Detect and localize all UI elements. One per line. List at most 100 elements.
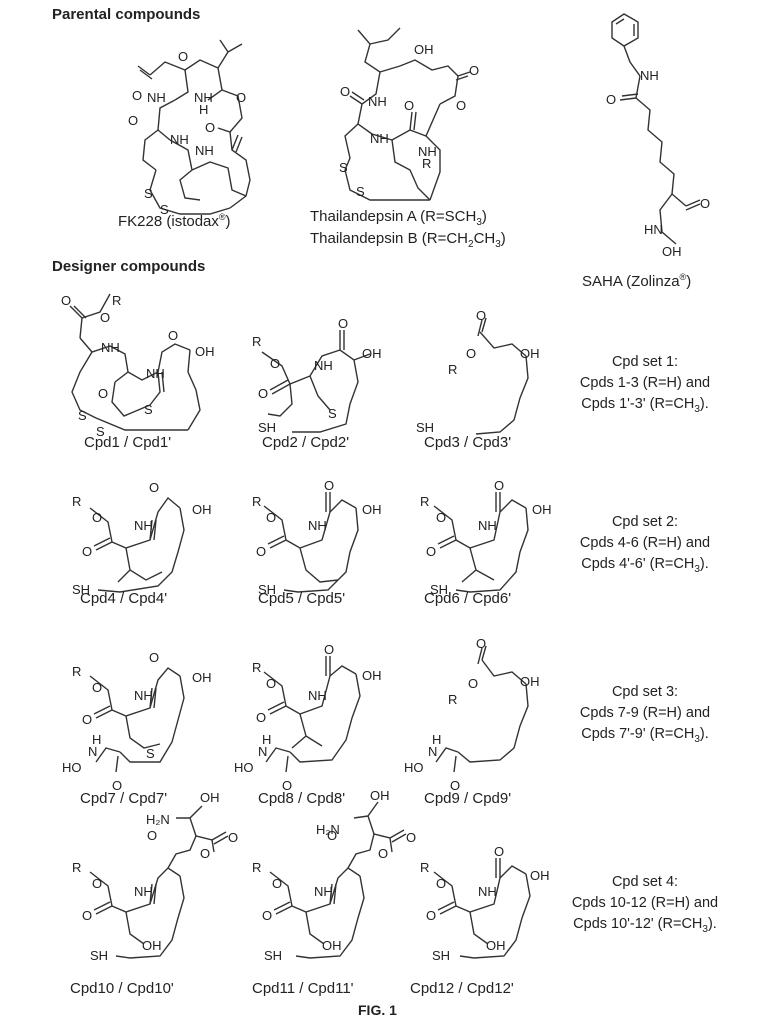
atom-label: H₂N: [316, 822, 340, 837]
atom-label: NH: [170, 132, 189, 147]
bond-lines: [325, 656, 331, 676]
bond-lines: [79, 293, 111, 339]
bond-lines: [89, 667, 181, 717]
atom-label: O: [426, 544, 436, 559]
atom-label: O: [476, 636, 486, 651]
structure-cpd4: R O O O NH OH SH: [72, 480, 212, 597]
atom-label: OH: [192, 502, 212, 517]
bond-lines: [437, 535, 457, 549]
set-note-4: Cpd set 4: Cpds 10-12 (R=H) and Cpds 10'…: [571, 874, 719, 935]
atom-label: NH: [195, 143, 214, 158]
atom-label: O: [450, 778, 460, 793]
atom-label: O: [92, 680, 102, 695]
atom-label: OH: [362, 346, 382, 361]
atom-label: SH: [264, 948, 282, 963]
atom-label: R: [112, 293, 121, 308]
label-thailandepsin-b: Thailandepsin B (R=CH2CH3): [310, 230, 506, 250]
bond-lines: [93, 705, 113, 719]
bond-lines: [125, 715, 161, 749]
bond-lines: [309, 375, 331, 411]
atom-label: S: [146, 746, 155, 761]
atom-label: O: [262, 908, 272, 923]
atom-label: R: [72, 494, 81, 509]
atom-label: O: [112, 778, 122, 793]
bond-lines: [685, 199, 701, 211]
bond-lines: [119, 675, 185, 763]
bond-lines: [149, 519, 157, 541]
structure-cpd7: R O O O NH OH S H N HO O: [62, 650, 212, 793]
bond-lines: [263, 665, 357, 715]
structure-cpd5: R O O O NH OH SH: [252, 478, 382, 597]
atom-label: NH: [134, 884, 153, 899]
bond-lines: [344, 169, 430, 201]
bond-lines: [269, 379, 291, 395]
atom-label: R: [420, 860, 429, 875]
bond-lines: [409, 111, 417, 131]
bond-lines: [369, 27, 401, 45]
bond-lines: [289, 673, 361, 763]
atom-label: OH: [532, 502, 552, 517]
structure-cpd2: R O O O NH OH S SH: [252, 316, 382, 435]
atom-label: O: [466, 346, 476, 361]
atom-label: NH: [418, 144, 437, 159]
heading-parental: Parental compounds: [52, 6, 201, 23]
atom-label: R: [72, 860, 81, 875]
set-note-1: Cpd set 1: Cpds 1-3 (R=H) and Cpds 1'-3'…: [579, 354, 711, 415]
bond-lines: [149, 883, 157, 905]
atom-label: O: [82, 712, 92, 727]
bond-lines: [339, 330, 345, 350]
bond-lines: [305, 911, 325, 945]
bond-lines: [611, 13, 639, 47]
atom-label: O: [98, 386, 108, 401]
atom-label: HO: [234, 760, 254, 775]
bond-lines: [299, 547, 339, 583]
atom-label: S: [356, 184, 365, 199]
structure-cpd12: R O O O NH OH OH SH: [420, 844, 550, 963]
label-fk228: FK228 (istodax®): [118, 212, 231, 230]
label-saha: SAHA (Zolinza®): [582, 272, 692, 290]
bond-lines: [261, 351, 293, 417]
atom-label: O: [700, 196, 710, 211]
bond-lines: [211, 831, 229, 845]
atom-label: NH: [314, 884, 333, 899]
bond-lines: [292, 359, 359, 433]
atom-label: OH: [662, 244, 682, 259]
atom-label: N: [258, 744, 267, 759]
bond-lines: [291, 713, 323, 749]
set-note-3: Cpd set 3: Cpds 7-9 (R=H) and Cpds 7'-9'…: [579, 684, 711, 745]
atom-label: OH: [520, 346, 540, 361]
label-cpd7: Cpd7 / Cpd7': [80, 790, 168, 807]
bond-lines: [93, 901, 113, 915]
bond-lines: [481, 659, 527, 685]
atom-label: S: [78, 408, 87, 423]
bond-lines: [176, 805, 203, 837]
atom-label: OH: [142, 938, 162, 953]
structure-cpd1: NH NH OH R O O O O S S S: [61, 293, 215, 439]
atom-label: SH: [258, 582, 276, 597]
bond-lines: [659, 193, 677, 245]
atom-label: SH: [72, 582, 90, 597]
atom-label: H: [432, 732, 441, 747]
label-cpd3: Cpd3 / Cpd3': [424, 434, 512, 451]
bond-lines: [295, 875, 365, 959]
set-note-2: Cpd set 2: Cpds 4-6 (R=H) and Cpds 4'-6'…: [579, 514, 711, 575]
label-cpd5: Cpd5 / Cpd5': [258, 590, 346, 607]
atom-label: O: [178, 49, 188, 64]
atom-label: O: [256, 710, 266, 725]
bond-lines: [475, 355, 529, 435]
bond-lines: [229, 131, 251, 209]
atom-label: R: [252, 334, 261, 349]
atom-label: O: [258, 386, 268, 401]
bond-lines: [459, 873, 531, 959]
bond-lines: [89, 496, 181, 549]
bond-lines: [353, 801, 379, 835]
label-cpd12: Cpd12 / Cpd12': [410, 980, 514, 997]
structure-cpd3: O O R OH SH: [416, 308, 540, 435]
atom-label: O: [494, 844, 504, 859]
atom-label: NH: [146, 366, 165, 381]
bond-lines: [495, 492, 501, 512]
bond-lines: [69, 305, 87, 319]
atom-label: R: [252, 494, 261, 509]
atom-label: NH: [478, 884, 497, 899]
atom-label: OH: [370, 788, 390, 803]
